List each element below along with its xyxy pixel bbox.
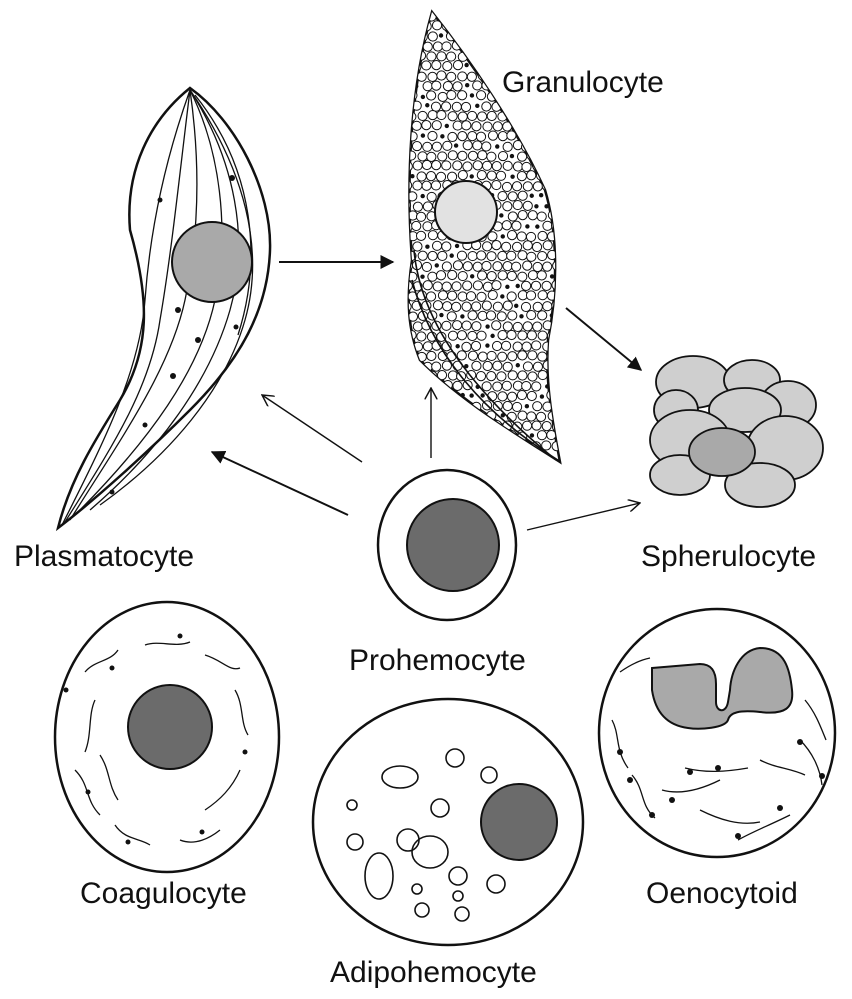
prohemocyte-cell bbox=[378, 470, 516, 620]
adipohemocyte-cell bbox=[313, 699, 583, 945]
adipohemocyte-nucleus bbox=[481, 784, 557, 860]
oenocytoid-label: Oenocytoid bbox=[646, 877, 798, 910]
arrow-prohemocyte-to-plasmatocyte-filled bbox=[212, 452, 348, 515]
granulocyte-label: Granulocyte bbox=[502, 66, 664, 99]
arrow-prohemocyte-to-spherulocyte bbox=[527, 503, 640, 530]
plasmatocyte-cell bbox=[58, 88, 270, 528]
arrow-prohemocyte-to-plasmatocyte-open bbox=[262, 395, 362, 462]
coagulocyte-cell bbox=[55, 602, 279, 872]
oenocytoid-cell bbox=[599, 609, 835, 857]
spherulocyte-label: Spherulocyte bbox=[641, 540, 816, 573]
granulocyte-nucleus bbox=[435, 181, 497, 243]
plasmatocyte-nucleus bbox=[172, 222, 252, 302]
spherulocyte-cell bbox=[650, 356, 823, 507]
coagulocyte-nucleus bbox=[128, 685, 212, 769]
prohemocyte-nucleus bbox=[407, 499, 499, 591]
prohemocyte-label: Prohemocyte bbox=[349, 644, 526, 677]
plasmatocyte-label: Plasmatocyte bbox=[14, 540, 194, 573]
coagulocyte-label: Coagulocyte bbox=[80, 877, 247, 910]
adipohemocyte-label: Adipohemocyte bbox=[330, 956, 537, 989]
spherulocyte-nucleus bbox=[689, 428, 755, 476]
arrow-granulocyte-to-spherulocyte bbox=[566, 308, 641, 370]
